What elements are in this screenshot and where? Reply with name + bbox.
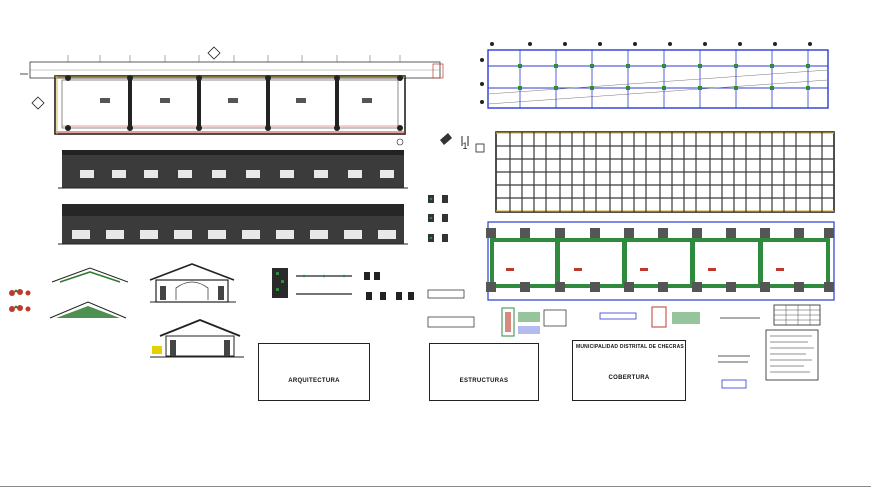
- title-block-label: ARQUITECTURA: [288, 378, 340, 384]
- roof-plan: [480, 42, 829, 109]
- title-block-header: MUNICIPALIDAD DISTRITAL DE CHECRAS: [576, 344, 684, 350]
- title-block-arquitectura: ARQUITECTURA: [258, 343, 370, 401]
- title-block-cobertura: MUNICIPALIDAD DISTRITAL DE CHECRAS COBER…: [572, 340, 686, 401]
- porch-section: [150, 319, 244, 358]
- foundation-plan: [486, 221, 835, 301]
- front-elevation: [58, 150, 408, 189]
- cross-section: [149, 263, 236, 303]
- title-block-estructuras: ESTRUCTURAS: [429, 343, 539, 401]
- truss-details: [9, 267, 129, 319]
- floor-plan: [20, 46, 444, 146]
- legend-tables: [501, 304, 821, 389]
- framing-grid: [475, 131, 835, 213]
- column-details: [272, 133, 475, 328]
- detail-marker: 1: [462, 141, 467, 151]
- title-block-label: COBERTURA: [608, 375, 650, 381]
- sheet-bottom-border: [0, 486, 871, 487]
- title-block-label: ESTRUCTURAS: [459, 378, 509, 384]
- side-elevation: [58, 204, 408, 245]
